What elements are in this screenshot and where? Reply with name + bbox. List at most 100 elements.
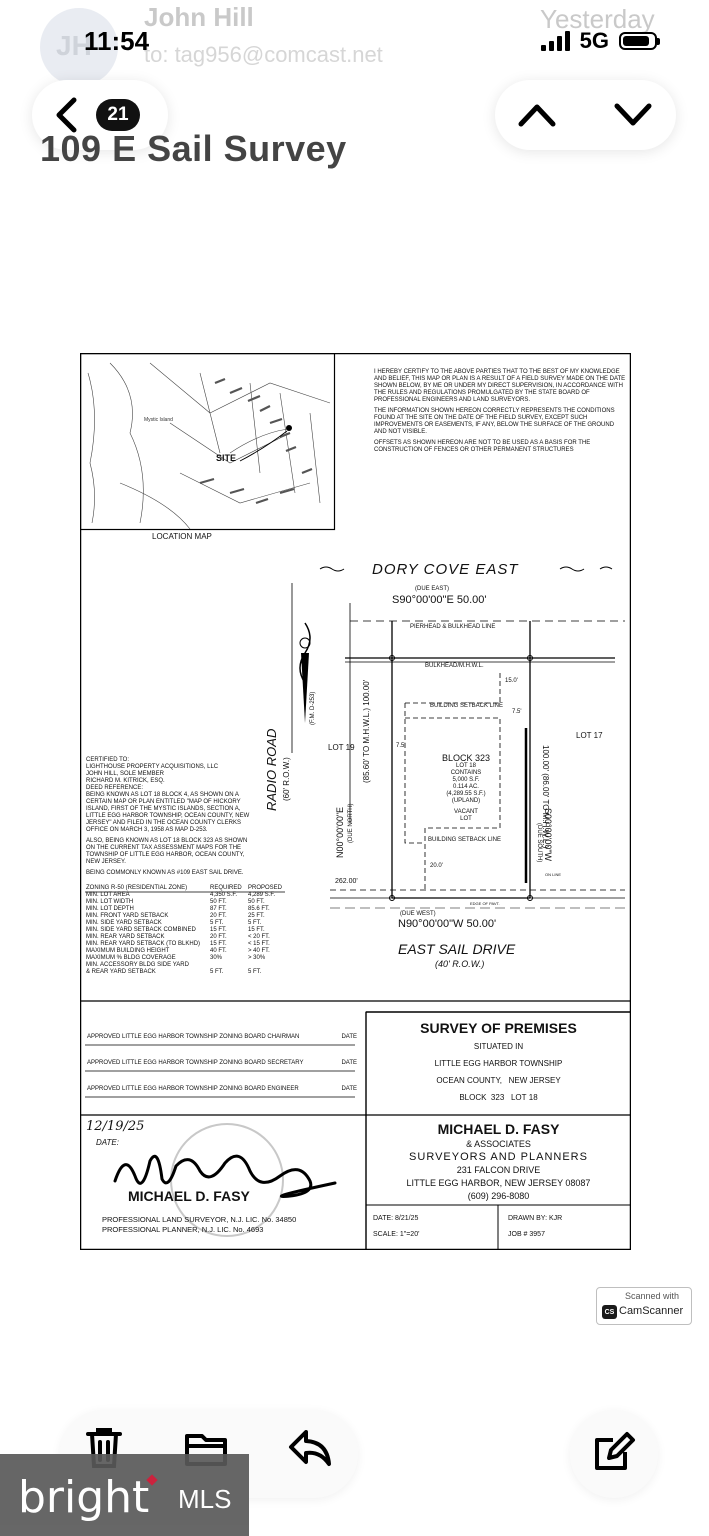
north-arrow-icon bbox=[299, 622, 311, 723]
zoning-required: 5 FT. bbox=[210, 969, 224, 975]
sender-name: John Hill bbox=[144, 2, 254, 32]
setback-label-bottom: BUILDING SETBACK LINE bbox=[428, 837, 502, 843]
zoning-required bbox=[210, 962, 248, 969]
camscanner-logo-icon: CS bbox=[602, 1305, 617, 1319]
drawn-by: DRAWN BY: KJR bbox=[508, 1215, 563, 1222]
north-bearing: S90°00'00"E 50.00' bbox=[392, 594, 487, 606]
zoning-required: 20 FT. bbox=[210, 934, 227, 940]
status-indicators: 5G bbox=[540, 28, 660, 54]
zoning-proposed: < 20 FT. bbox=[248, 934, 270, 940]
next-message-button[interactable] bbox=[613, 98, 653, 132]
certified-to-block: CERTIFIED TO: LIGHTHOUSE PROPERTY ACQUIS… bbox=[86, 757, 250, 876]
zoning-row: MIN. LOT DEPTH 87 FT. 85.6 FT. bbox=[86, 906, 286, 913]
recipient-line[interactable]: to: tag956@comcast.net bbox=[144, 42, 383, 67]
location-map-label: LOCATION MAP bbox=[152, 532, 212, 541]
zoning-row: MAXIMUM BUILDING HEIGHT 40 FT. > 40 FT. bbox=[86, 948, 286, 955]
zoning-item: MAXIMUM % BLDG COVERAGE bbox=[86, 955, 176, 961]
zoning-table: ZONING R-50 (RESIDENTIAL ZONE) REQUIRED … bbox=[86, 885, 286, 976]
south-due: (DUE WEST) bbox=[400, 911, 436, 917]
zoning-item: MIN. SIDE YARD SETBACK bbox=[86, 920, 162, 926]
signature-date-label: DATE: bbox=[96, 1138, 119, 1147]
bulkhead-label: PIERHEAD & BULKHEAD LINE bbox=[410, 624, 496, 630]
camscanner-badge: Scanned with CS CamScanner bbox=[596, 1287, 692, 1325]
reply-icon[interactable] bbox=[286, 1424, 334, 1472]
camscanner-brand: CamScanner bbox=[619, 1305, 684, 1317]
watermark-brand: bright bbox=[18, 1472, 150, 1523]
zoning-item: MIN. ACCESSORY BLDG SIDE YARD bbox=[86, 962, 189, 968]
zoning-proposed: 5 FT. bbox=[248, 920, 262, 926]
zoning-row: MAXIMUM % BLDG COVERAGE 30% > 30% bbox=[86, 955, 286, 962]
signal-icon bbox=[540, 31, 570, 51]
zoning-proposed: 5 FT. bbox=[248, 969, 262, 975]
zoning-proposed: > 30% bbox=[248, 955, 266, 961]
camscanner-caption: Scanned with bbox=[625, 1291, 680, 1301]
message-nav bbox=[495, 80, 676, 150]
zoning-row: MIN. LOT AREA 4,350 S.F. 4,289 S.F. bbox=[86, 892, 286, 899]
dimension-7-5-east: 7.5' bbox=[512, 709, 522, 715]
zoning-item: MIN. FRONT YARD SETBACK bbox=[86, 913, 169, 919]
battery-icon bbox=[619, 32, 660, 50]
dimension-7-5-west: 7.5' bbox=[396, 743, 406, 749]
watermark-suffix: MLS bbox=[178, 1484, 232, 1514]
zoning-proposed bbox=[248, 962, 286, 969]
zoning-item: MIN. SIDE YARD SETBACK COMBINED bbox=[86, 927, 196, 933]
compose-icon[interactable] bbox=[589, 1428, 637, 1476]
zoning-required: 5 FT. bbox=[210, 920, 224, 926]
east-due: (DUE SOUTH) bbox=[536, 823, 542, 863]
chevron-left-icon bbox=[56, 97, 77, 133]
zoning-item: MIN. REAR YARD SETBACK (TO BLKHD) bbox=[86, 941, 201, 947]
east-bearing: S00°00'00"W bbox=[543, 808, 553, 862]
setback-label-top: BUILDING SETBACK LINE bbox=[430, 703, 504, 709]
approval-chairman: APPROVED LITTLE EGG HARBOR TOWNSHIP ZONI… bbox=[87, 1034, 357, 1040]
signature-icon bbox=[113, 1154, 337, 1198]
dimension-15: 15.0' bbox=[505, 678, 518, 684]
zoning-proposed: 85.6 FT. bbox=[248, 906, 270, 912]
west-distance: (85.60' TO M.H.W.L.) 100.00' bbox=[362, 679, 371, 783]
previous-message-button[interactable] bbox=[517, 98, 557, 132]
back-button[interactable]: 21 bbox=[32, 80, 168, 150]
zoning-header: ZONING R-50 (RESIDENTIAL ZONE) REQUIRED … bbox=[86, 885, 283, 891]
zoning-required: 87 FT. bbox=[210, 906, 227, 912]
lot-west-label: LOT 19 bbox=[328, 743, 355, 752]
survey-scale: SCALE: 1"=20' bbox=[373, 1231, 420, 1238]
zoning-required: 15 FT. bbox=[210, 941, 227, 947]
job-number: JOB # 3957 bbox=[508, 1231, 545, 1238]
lot-east-label: LOT 17 bbox=[576, 731, 603, 740]
parcel-info: BLOCK 323 LOT 18 CONTAINS 5,000 S.F. 0.1… bbox=[441, 753, 491, 822]
avatar-initials: JH bbox=[56, 30, 92, 61]
title-block: SURVEY OF PREMISES SITUATED IN LITTLE EG… bbox=[420, 1020, 577, 1102]
survey-date: DATE: 8/21/25 bbox=[373, 1215, 419, 1222]
on-line-label: ON LINE bbox=[545, 872, 562, 877]
firm-block: MICHAEL D. FASY & ASSOCIATES SURVEYORS A… bbox=[406, 1121, 591, 1201]
zoning-item: MAXIMUM BUILDING HEIGHT bbox=[86, 948, 170, 954]
handwritten-date: 12/19/25 bbox=[86, 1119, 145, 1134]
zoning-required: 30% bbox=[210, 955, 223, 961]
bright-mls-watermark: bright MLS bbox=[0, 1454, 249, 1536]
waterway-label: DORY COVE EAST bbox=[372, 561, 519, 578]
zoning-item: MIN. LOT WIDTH bbox=[86, 899, 134, 905]
zoning-item: & REAR YARD SETBACK bbox=[86, 969, 156, 975]
zoning-required: 15 FT. bbox=[210, 927, 227, 933]
north-due: (DUE EAST) bbox=[415, 586, 450, 592]
surveyor-name: MICHAEL D. FASY bbox=[128, 1188, 250, 1204]
unread-count-badge: 21 bbox=[96, 99, 140, 131]
zoning-item: MIN. LOT AREA bbox=[86, 892, 130, 898]
zoning-row: MIN. SIDE YARD SETBACK 5 FT. 5 FT. bbox=[86, 920, 286, 927]
west-due: (DUE NORTH) bbox=[348, 803, 354, 843]
approval-secretary: APPROVED LITTLE EGG HARBOR TOWNSHIP ZONI… bbox=[87, 1060, 357, 1066]
west-bearing: N00°00'00"E bbox=[335, 806, 345, 858]
status-time: 11:54 bbox=[84, 26, 150, 56]
compose-pill[interactable] bbox=[570, 1410, 658, 1498]
zoning-proposed: 4,289 S.F. bbox=[248, 892, 276, 898]
edge-pavement: EDGE OF PAVT. bbox=[470, 901, 500, 906]
zoning-proposed: > 40 FT. bbox=[248, 948, 270, 954]
zoning-required: 40 FT. bbox=[210, 948, 227, 954]
south-bearing: N90°00'00"W 50.00' bbox=[398, 918, 497, 930]
zoning-proposed: 50 FT. bbox=[248, 899, 265, 905]
zoning-item: MIN. LOT DEPTH bbox=[86, 906, 134, 912]
zoning-required: 4,350 S.F. bbox=[210, 892, 238, 898]
survey-linework bbox=[80, 353, 631, 1250]
